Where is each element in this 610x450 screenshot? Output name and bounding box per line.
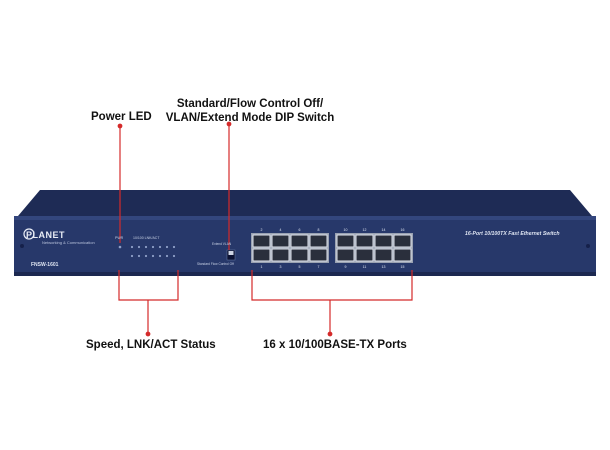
status-led bbox=[172, 245, 176, 249]
rj45-port[interactable] bbox=[374, 234, 393, 248]
product-title: 16-Port 10/100TX Fast Ethernet Switch bbox=[465, 231, 560, 237]
status-led bbox=[130, 245, 134, 249]
lnk-act-led-label: 10/100 LNK/ACT bbox=[133, 236, 160, 240]
chassis-top bbox=[18, 190, 592, 216]
rj45-port[interactable] bbox=[271, 234, 290, 248]
callout-speed-status: Speed, LNK/ACT Status bbox=[86, 339, 216, 351]
dip-top-label: Extend VLAN bbox=[212, 242, 232, 246]
port-number: 4 bbox=[280, 228, 282, 232]
port-number: 2 bbox=[261, 228, 263, 232]
status-led bbox=[165, 245, 169, 249]
port-number: 14 bbox=[382, 228, 386, 232]
status-led bbox=[172, 254, 176, 258]
power-led-label: PWR bbox=[115, 236, 124, 240]
port-number: 9 bbox=[345, 265, 347, 269]
callout-power-led: Power LED bbox=[91, 111, 152, 123]
status-led bbox=[130, 254, 134, 258]
rj45-port[interactable] bbox=[355, 234, 374, 248]
rack-screw-left bbox=[20, 244, 24, 248]
status-led bbox=[158, 245, 162, 249]
top-port-numbers: 2 4 6 8 10 12 14 16 bbox=[261, 228, 405, 232]
port-number: 15 bbox=[401, 265, 405, 269]
bottom-port-numbers: 1 3 5 7 9 11 13 15 bbox=[261, 265, 405, 269]
port-number: 8 bbox=[318, 228, 320, 232]
rj45-port[interactable] bbox=[271, 248, 290, 262]
rj45-port[interactable] bbox=[252, 234, 271, 248]
port-number: 5 bbox=[299, 265, 301, 269]
callout-dip-switch: Standard/Flow Control Off/ VLAN/Extend M… bbox=[160, 97, 340, 125]
leader-dot bbox=[327, 331, 333, 337]
leader-lines bbox=[117, 121, 413, 337]
rj45-port[interactable] bbox=[290, 234, 309, 248]
rj45-port[interactable] bbox=[355, 248, 374, 262]
rj45-port[interactable] bbox=[393, 234, 412, 248]
status-led bbox=[151, 245, 155, 249]
status-led bbox=[137, 254, 141, 258]
leader-dot bbox=[226, 121, 232, 127]
callout-ports: 16 x 10/100BASE-TX Ports bbox=[263, 339, 407, 351]
port-number: 7 bbox=[318, 265, 320, 269]
rj45-port[interactable] bbox=[309, 248, 328, 262]
status-led bbox=[165, 254, 169, 258]
port-block-left bbox=[251, 233, 329, 263]
port-number: 11 bbox=[363, 265, 367, 269]
status-led bbox=[151, 254, 155, 258]
port-number: 12 bbox=[363, 228, 367, 232]
model-label: FNSW-1601 bbox=[31, 262, 59, 268]
dip-bottom-label: Standard Flow Control Off bbox=[197, 262, 234, 266]
port-number: 13 bbox=[382, 265, 386, 269]
leader-dot bbox=[145, 331, 151, 337]
port-number: 3 bbox=[280, 265, 282, 269]
planet-logo-icon bbox=[23, 228, 35, 240]
rack-screw-right bbox=[586, 244, 590, 248]
leader-ports bbox=[251, 270, 413, 301]
status-led bbox=[158, 254, 162, 258]
brand-tagline: Networking & Communication bbox=[42, 240, 95, 245]
rj45-port[interactable] bbox=[290, 248, 309, 262]
status-led bbox=[144, 254, 148, 258]
port-number: 10 bbox=[344, 228, 348, 232]
power-led-icon bbox=[118, 245, 122, 249]
rj45-port[interactable] bbox=[252, 248, 271, 262]
brand-logo-text: PLANET bbox=[26, 230, 65, 240]
callout-dip-line1: Standard/Flow Control Off/ bbox=[176, 98, 324, 110]
status-led bbox=[137, 245, 141, 249]
rj45-port[interactable] bbox=[336, 248, 355, 262]
rj45-port[interactable] bbox=[393, 248, 412, 262]
rj45-port[interactable] bbox=[374, 248, 393, 262]
rj45-port[interactable] bbox=[336, 234, 355, 248]
status-led bbox=[144, 245, 148, 249]
port-number: 1 bbox=[261, 265, 263, 269]
port-number: 16 bbox=[401, 228, 405, 232]
speed-lnk-led-group bbox=[130, 245, 176, 258]
callout-dip-line2: VLAN/Extend Mode DIP Switch bbox=[165, 112, 335, 124]
leader-dot bbox=[117, 123, 123, 129]
port-number: 6 bbox=[299, 228, 301, 232]
port-block-right bbox=[335, 233, 413, 263]
rj45-port[interactable] bbox=[309, 234, 328, 248]
